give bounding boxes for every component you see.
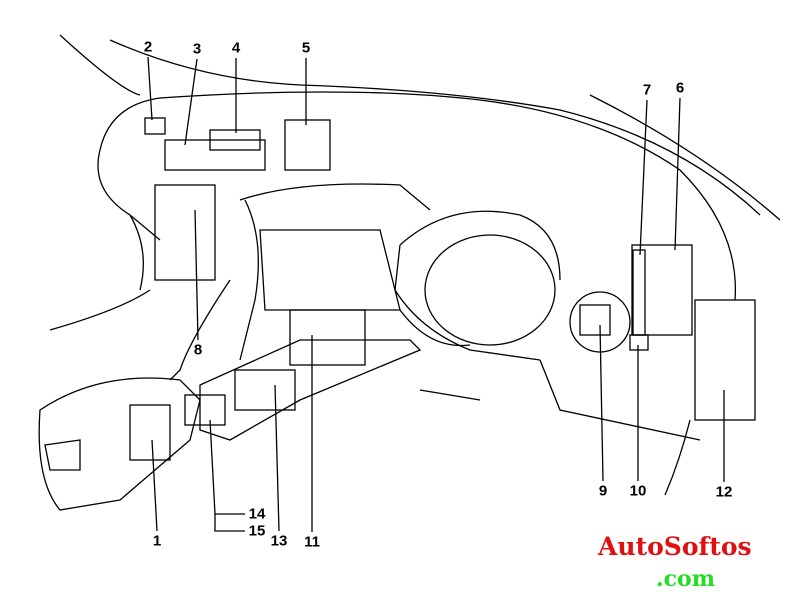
component-4 bbox=[209, 129, 261, 151]
component-3 bbox=[164, 139, 266, 171]
callout-9: 9 bbox=[598, 482, 608, 500]
callout-1: 1 bbox=[152, 532, 162, 550]
component-2 bbox=[144, 117, 166, 135]
callout-2: 2 bbox=[143, 38, 153, 56]
component-12 bbox=[694, 299, 756, 421]
component-13 bbox=[234, 369, 296, 411]
component-5 bbox=[284, 119, 331, 171]
component-9 bbox=[579, 304, 611, 336]
watermark-name: AutoSoftos bbox=[598, 532, 752, 561]
callout-7: 7 bbox=[642, 81, 652, 99]
callout-12: 12 bbox=[715, 483, 733, 501]
leader-lines bbox=[147, 56, 725, 532]
component-14-15 bbox=[184, 394, 226, 426]
component-1 bbox=[129, 404, 171, 461]
callout-10: 10 bbox=[629, 482, 647, 500]
component-11 bbox=[289, 309, 366, 366]
callout-4: 4 bbox=[231, 39, 241, 57]
center-console bbox=[38, 339, 422, 511]
component-6 bbox=[631, 244, 693, 336]
component-8 bbox=[154, 184, 216, 281]
callout-8: 8 bbox=[193, 341, 203, 359]
callout-5: 5 bbox=[301, 39, 311, 57]
callout-6: 6 bbox=[675, 79, 685, 97]
windshield-outline bbox=[59, 34, 781, 221]
component-7 bbox=[632, 249, 646, 336]
callout-13: 13 bbox=[270, 532, 288, 550]
callout-15: 15 bbox=[248, 522, 266, 540]
components bbox=[129, 117, 756, 461]
dashboard-outline bbox=[49, 91, 737, 496]
component-10 bbox=[629, 334, 649, 351]
callout-11: 11 bbox=[304, 533, 320, 551]
watermark-domain: .com bbox=[656, 566, 716, 592]
callout-14: 14 bbox=[248, 505, 266, 523]
callout-3: 3 bbox=[192, 40, 202, 58]
